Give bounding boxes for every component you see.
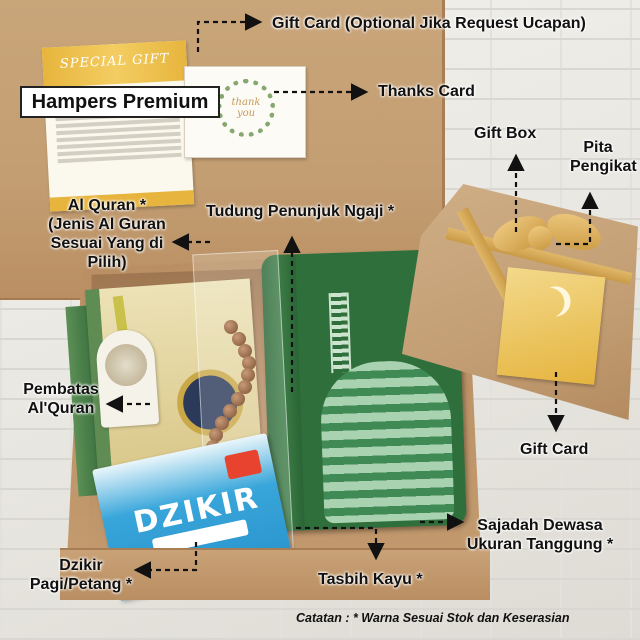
label-pita-line1: Pita — [583, 139, 613, 156]
footnote: Catatan : * Warna Sesuai Stok dan Kesera… — [296, 611, 570, 625]
thanks-card-image — [184, 66, 306, 158]
label-al-quran-line4: Pilih) — [87, 254, 127, 271]
label-gift-box: Gift Box — [474, 125, 537, 142]
tasbih-bead — [241, 356, 256, 370]
label-pembatas: Pembatas Al'Quran — [16, 380, 106, 418]
tasbih-bead — [231, 332, 246, 346]
tasbih-bead — [223, 404, 238, 418]
label-tudung: Tudung Penunjuk Ngaji * — [206, 203, 395, 220]
tasbih-bead — [241, 368, 256, 382]
label-dzikir-line1: Dzikir — [59, 557, 103, 574]
label-pita: Pita Pengikat — [570, 138, 637, 176]
label-al-quran-line3: Sesuai Yang di — [50, 235, 164, 252]
label-pita-line2: Pengikat — [570, 158, 637, 175]
tasbih-bead — [237, 380, 252, 394]
box-front-edge — [60, 548, 490, 600]
label-dzikir: Dzikir Pagi/Petang * — [16, 556, 146, 594]
label-gift-card-right: Gift Card — [520, 441, 589, 458]
label-sajadah-line1: Sajadah Dewasa — [477, 517, 603, 534]
tasbih-bead — [215, 416, 230, 430]
tasbih-bead — [238, 344, 253, 358]
label-sajadah: Sajadah Dewasa Ukuran Tanggung * — [452, 516, 628, 554]
label-pembatas-line1: Pembatas — [23, 381, 99, 398]
label-al-quran-line1: Al Quran * — [67, 197, 147, 214]
label-al-quran: Al Quran * (Jenis Al Guran Sesuai Yang d… — [14, 196, 200, 272]
label-pembatas-line2: Al'Quran — [27, 400, 95, 417]
tasbih-bead — [209, 428, 224, 442]
tasbih-bead — [224, 320, 238, 334]
label-dzikir-line2: Pagi/Petang * — [29, 576, 133, 593]
label-tasbih: Tasbih Kayu * — [318, 571, 423, 588]
tasbih-bead — [231, 392, 246, 406]
label-al-quran-line2: (Jenis Al Guran — [48, 216, 166, 233]
page-title: Hampers Premium — [20, 86, 220, 118]
label-sajadah-line2: Ukuran Tanggung * — [466, 536, 614, 553]
label-gift-card-top: Gift Card (Optional Jika Request Ucapan) — [272, 15, 586, 32]
label-thanks-card: Thanks Card — [378, 83, 475, 100]
ribbon-bow — [488, 206, 608, 272]
